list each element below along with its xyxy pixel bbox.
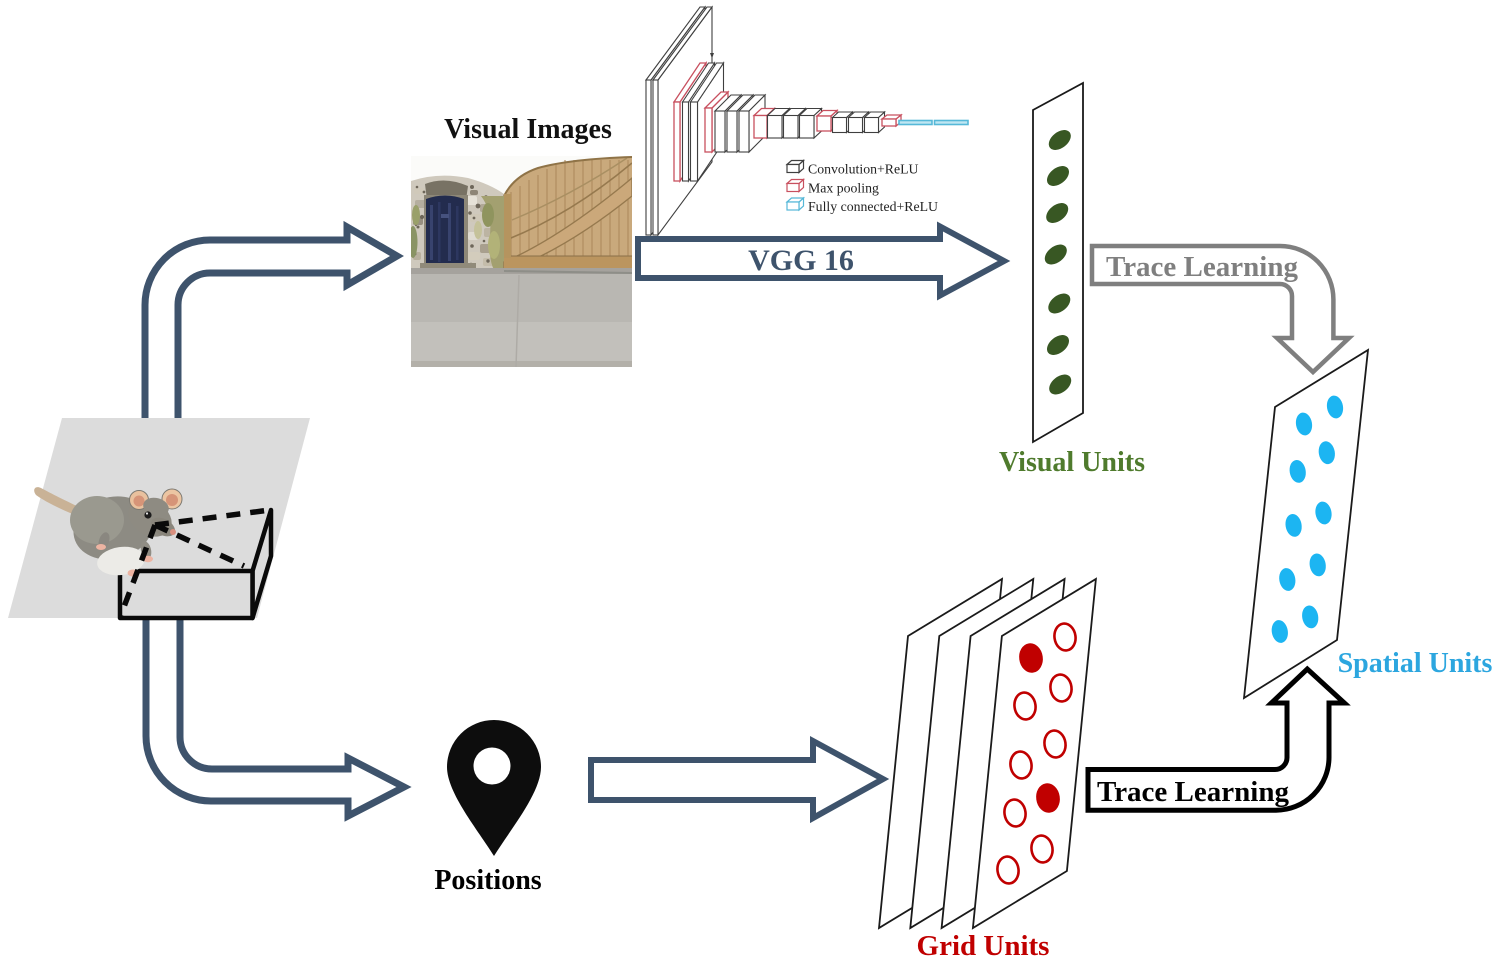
svg-text:Trace Learning: Trace Learning <box>1097 776 1289 808</box>
svg-text:Max pooling: Max pooling <box>808 181 879 196</box>
svg-text:Convolution+ReLU: Convolution+ReLU <box>808 162 919 177</box>
svg-text:Visual Units: Visual Units <box>999 447 1145 478</box>
svg-text:Grid Units: Grid Units <box>917 930 1050 962</box>
svg-text:Trace Learning: Trace Learning <box>1106 251 1298 283</box>
svg-text:Visual Images: Visual Images <box>444 114 612 145</box>
svg-text:Fully connected+ReLU: Fully connected+ReLU <box>808 199 938 214</box>
svg-text:VGG 16: VGG 16 <box>748 244 854 277</box>
svg-text:Spatial Units: Spatial Units <box>1338 648 1493 679</box>
svg-text:Positions: Positions <box>434 865 541 896</box>
